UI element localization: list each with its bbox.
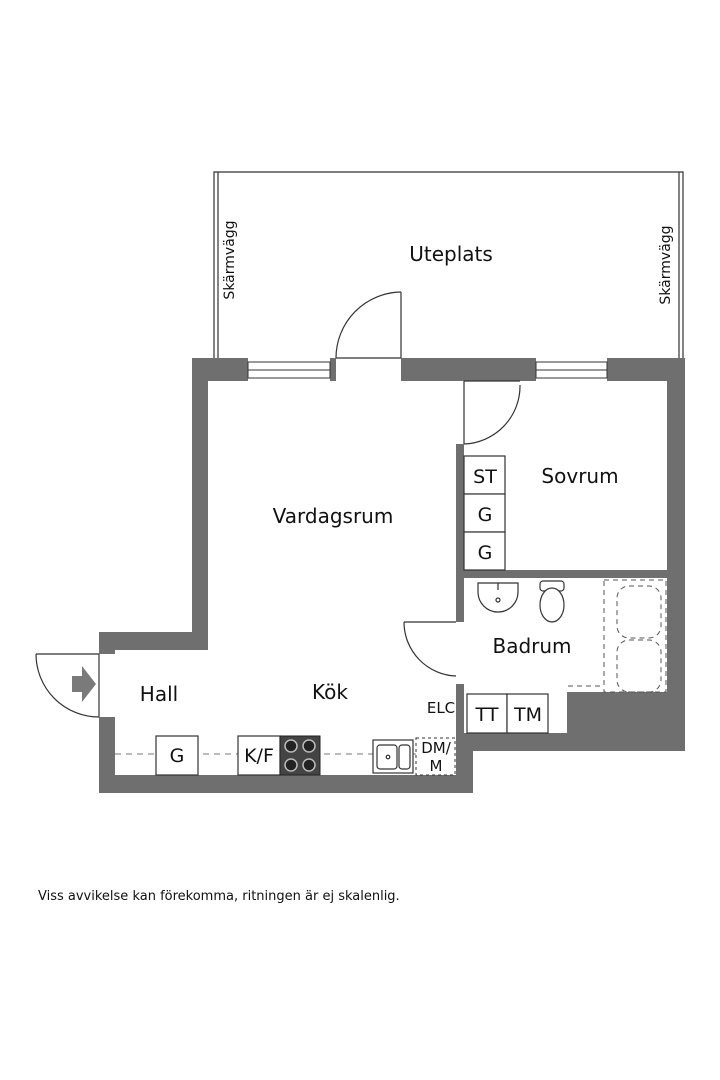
sovrum-wardrobes	[463, 455, 506, 571]
bathtub	[568, 579, 667, 693]
label-sovrum: Sovrum	[541, 464, 618, 488]
label-hall: Hall	[140, 682, 178, 706]
windows	[247, 361, 608, 379]
walls	[99, 358, 685, 793]
label-skarmvagg-right: Skärmvägg	[658, 225, 674, 304]
dishwasher-micro	[415, 737, 456, 776]
kitchen-sink-icon	[372, 739, 414, 774]
stove-icon	[279, 735, 321, 776]
fixture-g-sovrum-2: G	[478, 542, 493, 564]
doors	[35, 291, 521, 718]
fixture-tt: TT	[475, 704, 499, 726]
label-badrum: Badrum	[492, 634, 571, 658]
entrance-arrow-icon	[72, 666, 96, 702]
label-elc: ELC	[427, 699, 455, 717]
fixture-dm-line1: DM/	[421, 739, 451, 757]
laundry-fixtures	[466, 693, 549, 734]
fixture-kf: K/F	[244, 745, 274, 767]
hall-wardrobe	[155, 735, 199, 776]
fixture-st: ST	[473, 466, 497, 488]
label-uteplats: Uteplats	[409, 242, 493, 266]
fixture-tm: TM	[513, 704, 542, 726]
label-kok: Kök	[312, 680, 348, 704]
label-vardagsrum: Vardagsrum	[273, 504, 394, 528]
fixture-dm-line2: M	[430, 757, 443, 775]
disclaimer-text: Viss avvikelse kan förekomma, ritningen …	[38, 889, 400, 904]
toilet-icon	[539, 580, 565, 623]
bathroom-sink-icon	[477, 582, 519, 613]
patio	[213, 171, 684, 358]
fixture-g-hall: G	[170, 745, 185, 767]
fixture-g-sovrum-1: G	[478, 504, 493, 526]
label-skarmvagg-left: Skärmvägg	[222, 220, 238, 299]
